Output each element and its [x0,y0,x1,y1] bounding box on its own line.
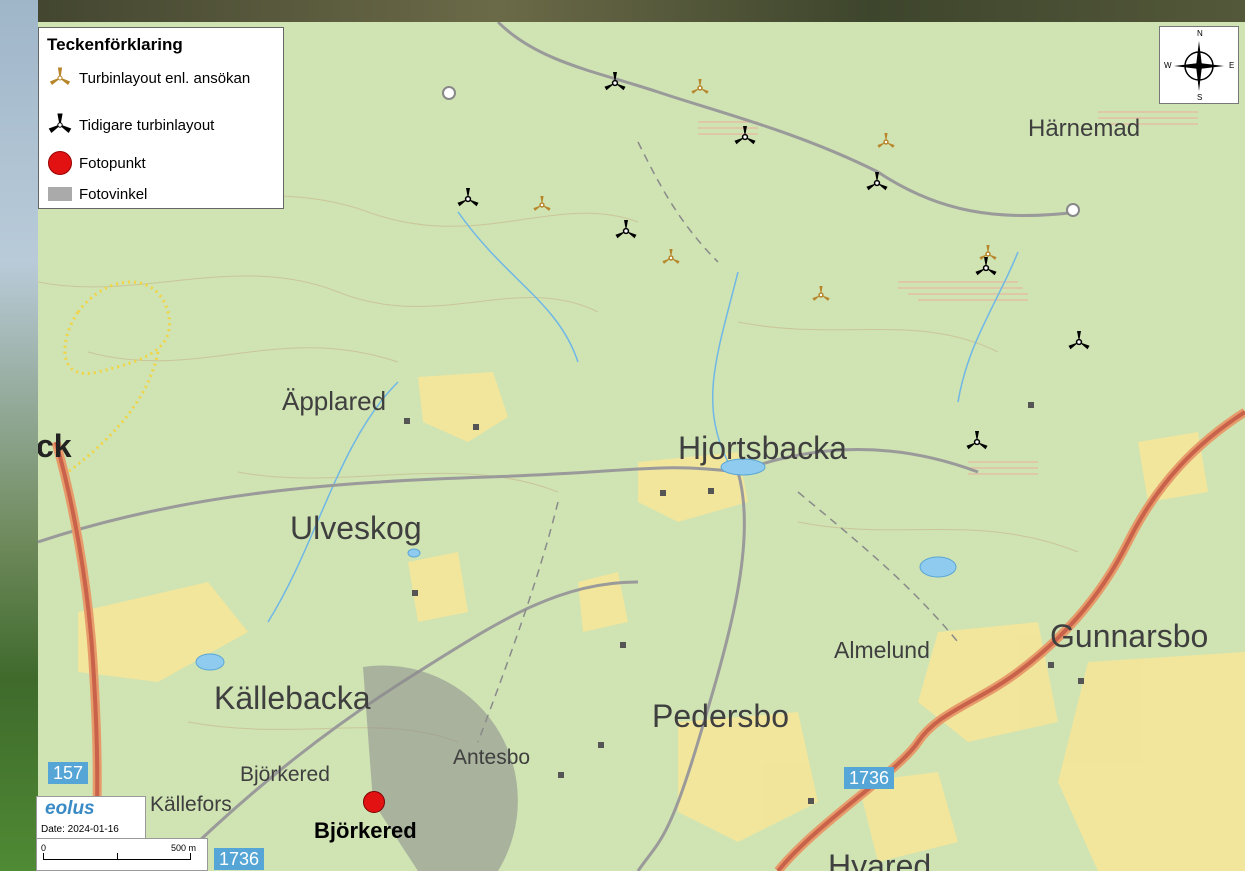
new-turbine-icon [812,286,830,301]
place-applared: Äpplared [282,386,387,416]
new-turbine-icon [662,249,680,264]
legend-row-photo-angle: Fotovinkel [47,182,147,206]
legend-row-new-turbine: Turbinlayout enl. ansökan [47,66,250,90]
turbine-icon [47,113,73,137]
compass-icon [1174,41,1224,91]
legend: Teckenförklaring Turbinlayout enl. ansök… [38,27,284,209]
red-dot-icon [48,151,72,175]
old-turbine-icon [1068,331,1090,350]
turbine-icon [47,66,73,90]
old-turbine-icon [615,220,637,239]
scale-start: 0 [41,843,47,853]
turbine-layer [457,72,1090,450]
place-bjorkered-small: Björkered [240,763,330,786]
legend-label-old-turbine: Tidigare turbinlayout [79,116,215,134]
map-canvas[interactable]: Härnemad Äpplared Hjortsbacka Ulveskog K… [38,22,1245,871]
legend-title: Teckenförklaring [47,35,183,54]
new-turbine-icon [979,245,997,260]
photo-strip-left [0,0,38,871]
scale-end: 500 m [171,843,197,853]
place-almelund: Almelund [834,637,930,663]
gray-box-icon [48,187,72,201]
old-turbine-icon [866,172,888,191]
old-turbine-icon [457,188,479,207]
legend-row-photo-point: Fotopunkt [47,151,146,175]
scale-tick [117,853,118,860]
old-turbine-icon [604,72,626,91]
place-gunnarsbo: Gunnarsbo [1050,618,1209,654]
new-turbine-icon [691,79,709,94]
old-turbine-icon [734,126,756,145]
scale-bar: 0 500 m [36,838,208,871]
compass-rose: N S E W [1159,26,1239,104]
place-hyared: Hyared [828,848,932,871]
legend-row-old-turbine: Tidigare turbinlayout [47,113,214,137]
map-date: Date: 2024-01-16 [41,824,119,835]
compass-s: S [1197,93,1203,102]
place-antesbo: Antesbo [453,746,531,769]
legend-label-new-turbine: Turbinlayout enl. ansökan [79,69,251,87]
photo-strip-top [0,0,1245,22]
old-turbine-icon [966,431,988,450]
road-sign-1736-east: 1736 [844,767,895,789]
new-turbine-icon [877,133,895,148]
logo-box: eolus Date: 2024-01-16 [36,796,146,840]
place-kallefors: Källefors [150,793,232,816]
legend-label-photo-point: Fotopunkt [79,154,146,172]
scale-tick [43,853,44,860]
compass-w: W [1164,61,1172,70]
place-pedersbo: Pedersbo [652,698,789,734]
place-hjortsbacka: Hjortsbacka [678,430,847,466]
road-sign-157: 157 [48,762,89,784]
legend-label-photo-angle: Fotovinkel [79,185,148,203]
scale-tick [190,853,191,860]
old-turbine-icon [975,257,997,276]
eolus-logo: eolus [45,798,95,819]
compass-e: E [1229,61,1235,70]
new-turbine-icon [533,196,551,211]
compass-n: N [1197,29,1203,38]
road-sign-1736-west: 1736 [214,848,265,870]
place-ck: ck [38,428,72,464]
place-harnemad: Härnemad [1028,115,1141,142]
photo-point-label: Björkered [314,818,417,843]
map-base [38,22,1245,871]
photo-point-marker[interactable] [363,791,385,813]
place-kallebacka: Källebacka [214,680,371,716]
place-ulveskog: Ulveskog [290,510,422,546]
